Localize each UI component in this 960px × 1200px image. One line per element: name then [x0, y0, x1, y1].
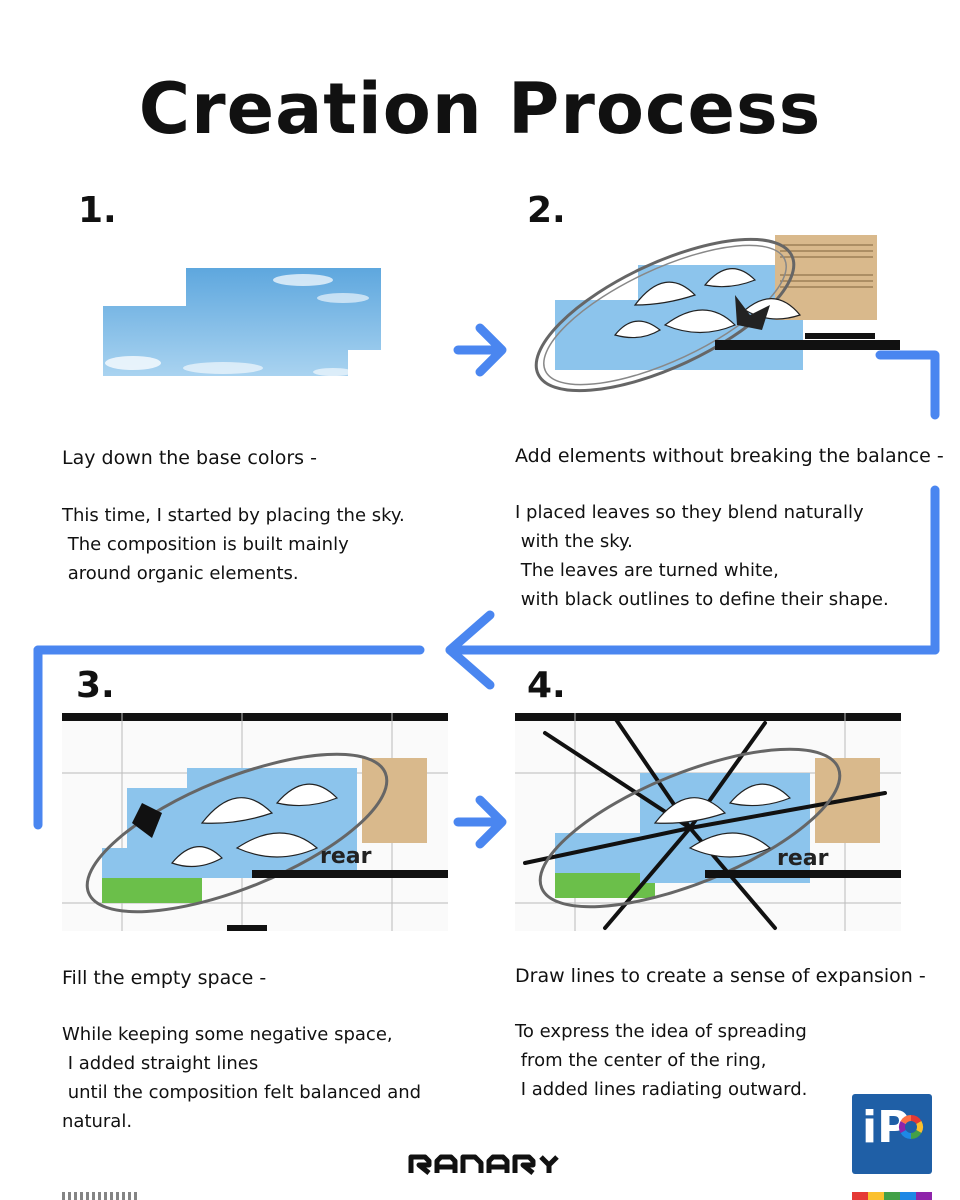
step-4-number: 4.: [527, 665, 566, 706]
step-2-heading: Add elements without breaking the balanc…: [515, 445, 944, 467]
step-2-body: I placed leaves so they blend naturally …: [515, 502, 889, 610]
arrow-right-icon: [453, 323, 507, 377]
step-3-heading: Fill the empty space -: [62, 967, 267, 989]
page-title: Creation Process: [138, 68, 822, 150]
step-4-body: To express the idea of spreading from th…: [515, 1021, 808, 1100]
artwork-word: rear: [320, 844, 372, 869]
step-3-artwork: rear: [62, 713, 448, 931]
step-2-number: 2.: [527, 190, 566, 231]
step-1-body: This time, I started by placing the sky.…: [62, 505, 405, 584]
step-2-artwork: [534, 235, 900, 393]
step-3-number: 3.: [76, 665, 115, 706]
step-1-number: 1.: [78, 190, 117, 231]
step-4-heading: Draw lines to create a sense of expansio…: [515, 965, 926, 987]
step-4-artwork: rear: [515, 713, 901, 931]
ibispaint-strip: [852, 1192, 932, 1200]
step-3-body: While keeping some negative space, I add…: [62, 1024, 422, 1132]
arrow-right-icon: [453, 795, 507, 849]
flow-connector-icon: [33, 350, 940, 830]
artwork-word: rear: [777, 846, 829, 871]
color-wheel-icon: [898, 1115, 924, 1139]
step-1-artwork: [103, 268, 381, 376]
ibispaint-app-icon: iP: [852, 1094, 932, 1174]
step-1-heading: Lay down the base colors -: [62, 447, 317, 469]
brand-logo: [408, 1154, 559, 1175]
footer-mark: [62, 1192, 138, 1200]
